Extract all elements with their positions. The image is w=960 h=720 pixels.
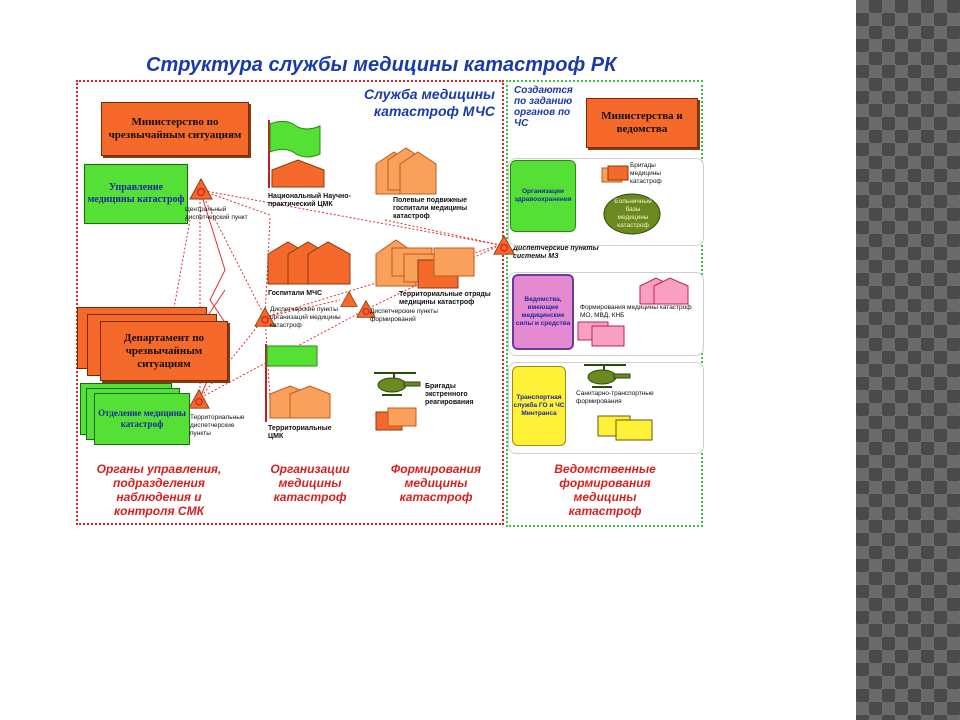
decorative-pattern-panel: [856, 0, 960, 720]
bottom-label-col2: Организации медицины катастроф: [270, 462, 350, 504]
helicopter-icon: [374, 372, 421, 396]
dept-es-label: Департамент по чрезвычайным ситуациям: [123, 331, 205, 370]
mgmt-dm-box: Управление медицины катастроф: [84, 164, 188, 224]
agencies-label: Ведомства, имеющие медицинские силы и ср…: [515, 296, 571, 327]
ministries-box: Министерства и ведомства: [586, 98, 698, 148]
formations-label: Формирования медицины катастроф МО, МВД,…: [580, 304, 692, 319]
transport-label: Транспортная служба ГО и ЧС Минтранса: [513, 394, 565, 417]
dispatch-org-icon: [254, 306, 276, 327]
health-orgs-label: Организации здравоохранения: [514, 188, 572, 203]
dispatch-form-icon-2: [340, 290, 358, 307]
agencies-box: Ведомства, имеющие медицинские силы и ср…: [512, 274, 574, 350]
territorial-units-label: Территориальные отряды медицины катастро…: [399, 291, 491, 306]
central-dispatch-label: Центральный диспетчерский пункт: [185, 206, 248, 221]
transport-helicopter-icon: [584, 364, 631, 388]
central-dispatch-icon: [189, 178, 213, 200]
create-note: Создаются по заданию органов по ЧС: [514, 85, 573, 129]
emergency-brigades-label: Бригады экстренного реагирования: [425, 383, 474, 406]
field-hospitals-icon: [375, 147, 437, 195]
hospitals-mchs-icon: [267, 241, 351, 285]
dispatch-form-label: Диспетчерские пункты формирований: [370, 308, 438, 323]
hospital-bases-icon: [603, 193, 661, 235]
brigades-dm-label: Бригады медицины катастроф: [630, 162, 662, 185]
dispatch-form-icon: [356, 299, 376, 318]
field-hospitals-label: Полевые подвижные госпитали медицины кат…: [393, 197, 468, 220]
dispatch-org-label: Диспетчерские пункты организаций медицин…: [270, 306, 341, 329]
hospitals-mchs-label: Госпитали МЧС: [268, 290, 323, 297]
bottom-label-col3: Формирования медицины катастроф: [390, 462, 482, 504]
mchs-frame: [76, 80, 504, 525]
bottom-label-col1: Органы управления, подразделения наблюде…: [96, 462, 222, 518]
agencies-house-icon: [639, 277, 689, 305]
territorial-cmk-label: Территориальные ЦМК: [268, 425, 332, 440]
bottom-label-col4: Ведомственные формирования медицины ката…: [554, 462, 656, 518]
ministry-es-box: Министерство по чрезвычайным ситуациям: [101, 102, 249, 156]
branch-dm-box: Отделение медицины катастроф: [94, 393, 190, 445]
territorial-cmk-house-icon: [269, 385, 331, 419]
dept-es-box: Департамент по чрезвычайным ситуациям: [100, 321, 228, 381]
mgmt-dm-label: Управление медицины катастроф: [87, 182, 185, 205]
national-center-label: Национальный Научно-практический ЦМК: [268, 193, 351, 208]
transport-boxes-icon: [597, 415, 653, 441]
dispatch-mz-label: Диспетчерские пункты системы МЗ: [513, 245, 599, 260]
branch-dm-label: Отделение медицины катастроф: [98, 408, 186, 429]
territorial-dispatch-icon: [188, 388, 210, 409]
transport-box: Транспортная служба ГО и ЧС Минтранса: [512, 366, 566, 446]
diagram-title: Структура службы медицины катастроф РК: [146, 54, 617, 76]
sanitary-transport-label: Санитарно-транспортные формирования: [576, 390, 654, 405]
territorial-dispatch-label: Территориальные диспетчерские пункты: [190, 414, 245, 437]
territorial-cmk-flag-icon: [265, 344, 318, 422]
ministries-label: Министерства и ведомства: [601, 110, 683, 135]
ministry-es-label: Министерство по чрезвычайным ситуациям: [108, 116, 242, 141]
national-center-house-icon: [271, 159, 325, 188]
national-center-flag-icon: [268, 120, 321, 188]
territorial-units-icon: [375, 239, 475, 289]
agencies-boxes-icon: [577, 321, 625, 347]
dispatch-mz-icon: [493, 234, 515, 255]
hospital-bases-label: Больничные базы медицины катастроф: [614, 198, 652, 229]
health-orgs-box: Организации здравоохранения: [510, 160, 576, 232]
ambulance-boxes-icon: [375, 407, 417, 431]
mchs-service-title: Служба медицины катастроф МЧС: [364, 86, 495, 119]
brigades-dm-icon: [601, 165, 629, 183]
